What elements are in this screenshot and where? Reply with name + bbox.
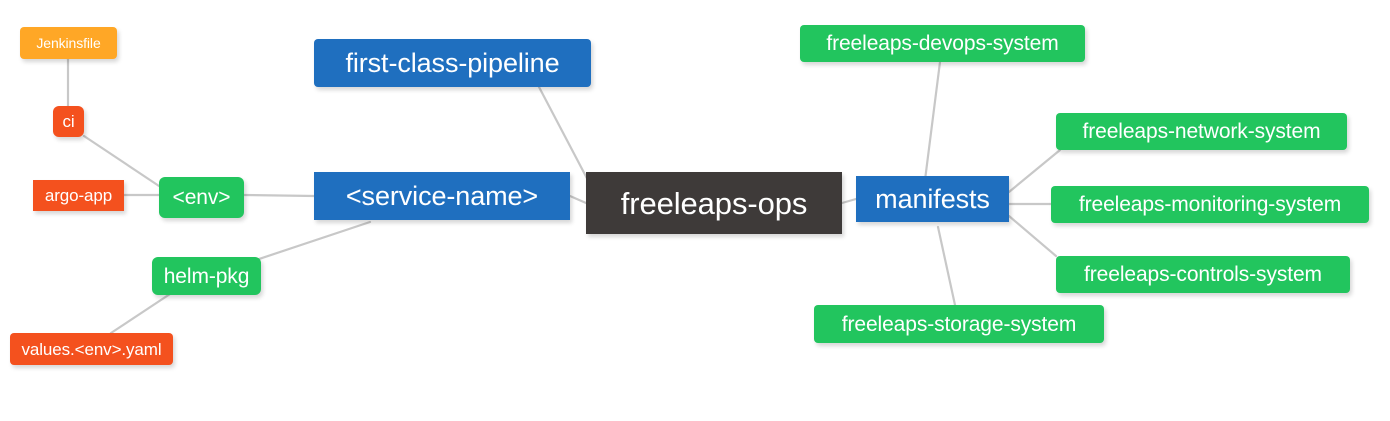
node-env[interactable]: <env>	[159, 177, 244, 218]
node-freeleaps-network-system[interactable]: freeleaps-network-system	[1056, 113, 1347, 150]
node-freeleaps-controls-system[interactable]: freeleaps-controls-system	[1056, 256, 1350, 293]
node-first-class-pipeline[interactable]: first-class-pipeline	[314, 39, 591, 87]
node-manifests[interactable]: manifests	[856, 176, 1009, 222]
node-freeleaps-ops[interactable]: freeleaps-ops	[586, 172, 842, 234]
edge-service-name-env	[242, 193, 316, 198]
edge-manifests-devops-system	[923, 60, 942, 182]
node-jenkinsfile[interactable]: Jenkinsfile	[20, 27, 117, 59]
edge-manifests-controls-system	[1007, 214, 1058, 258]
edge-env-ci	[82, 134, 161, 188]
node-freeleaps-devops-system[interactable]: freeleaps-devops-system	[800, 25, 1085, 62]
node-freeleaps-monitoring-system[interactable]: freeleaps-monitoring-system	[1051, 186, 1369, 223]
node-service-name[interactable]: <service-name>	[314, 172, 570, 220]
edge-helm-pkg-values-yaml	[109, 292, 172, 335]
edge-root-manifests	[840, 197, 858, 205]
node-argo-app[interactable]: argo-app	[33, 180, 124, 211]
node-ci[interactable]: ci	[53, 106, 84, 137]
edge-manifests-storage-system	[936, 225, 957, 307]
node-freeleaps-storage-system[interactable]: freeleaps-storage-system	[814, 305, 1104, 343]
node-values-env-yaml[interactable]: values.<env>.yaml	[10, 333, 173, 365]
node-helm-pkg[interactable]: helm-pkg	[152, 257, 261, 295]
edge-root-service-name	[568, 194, 588, 205]
edge-service-name-helm-pkg	[251, 220, 372, 263]
